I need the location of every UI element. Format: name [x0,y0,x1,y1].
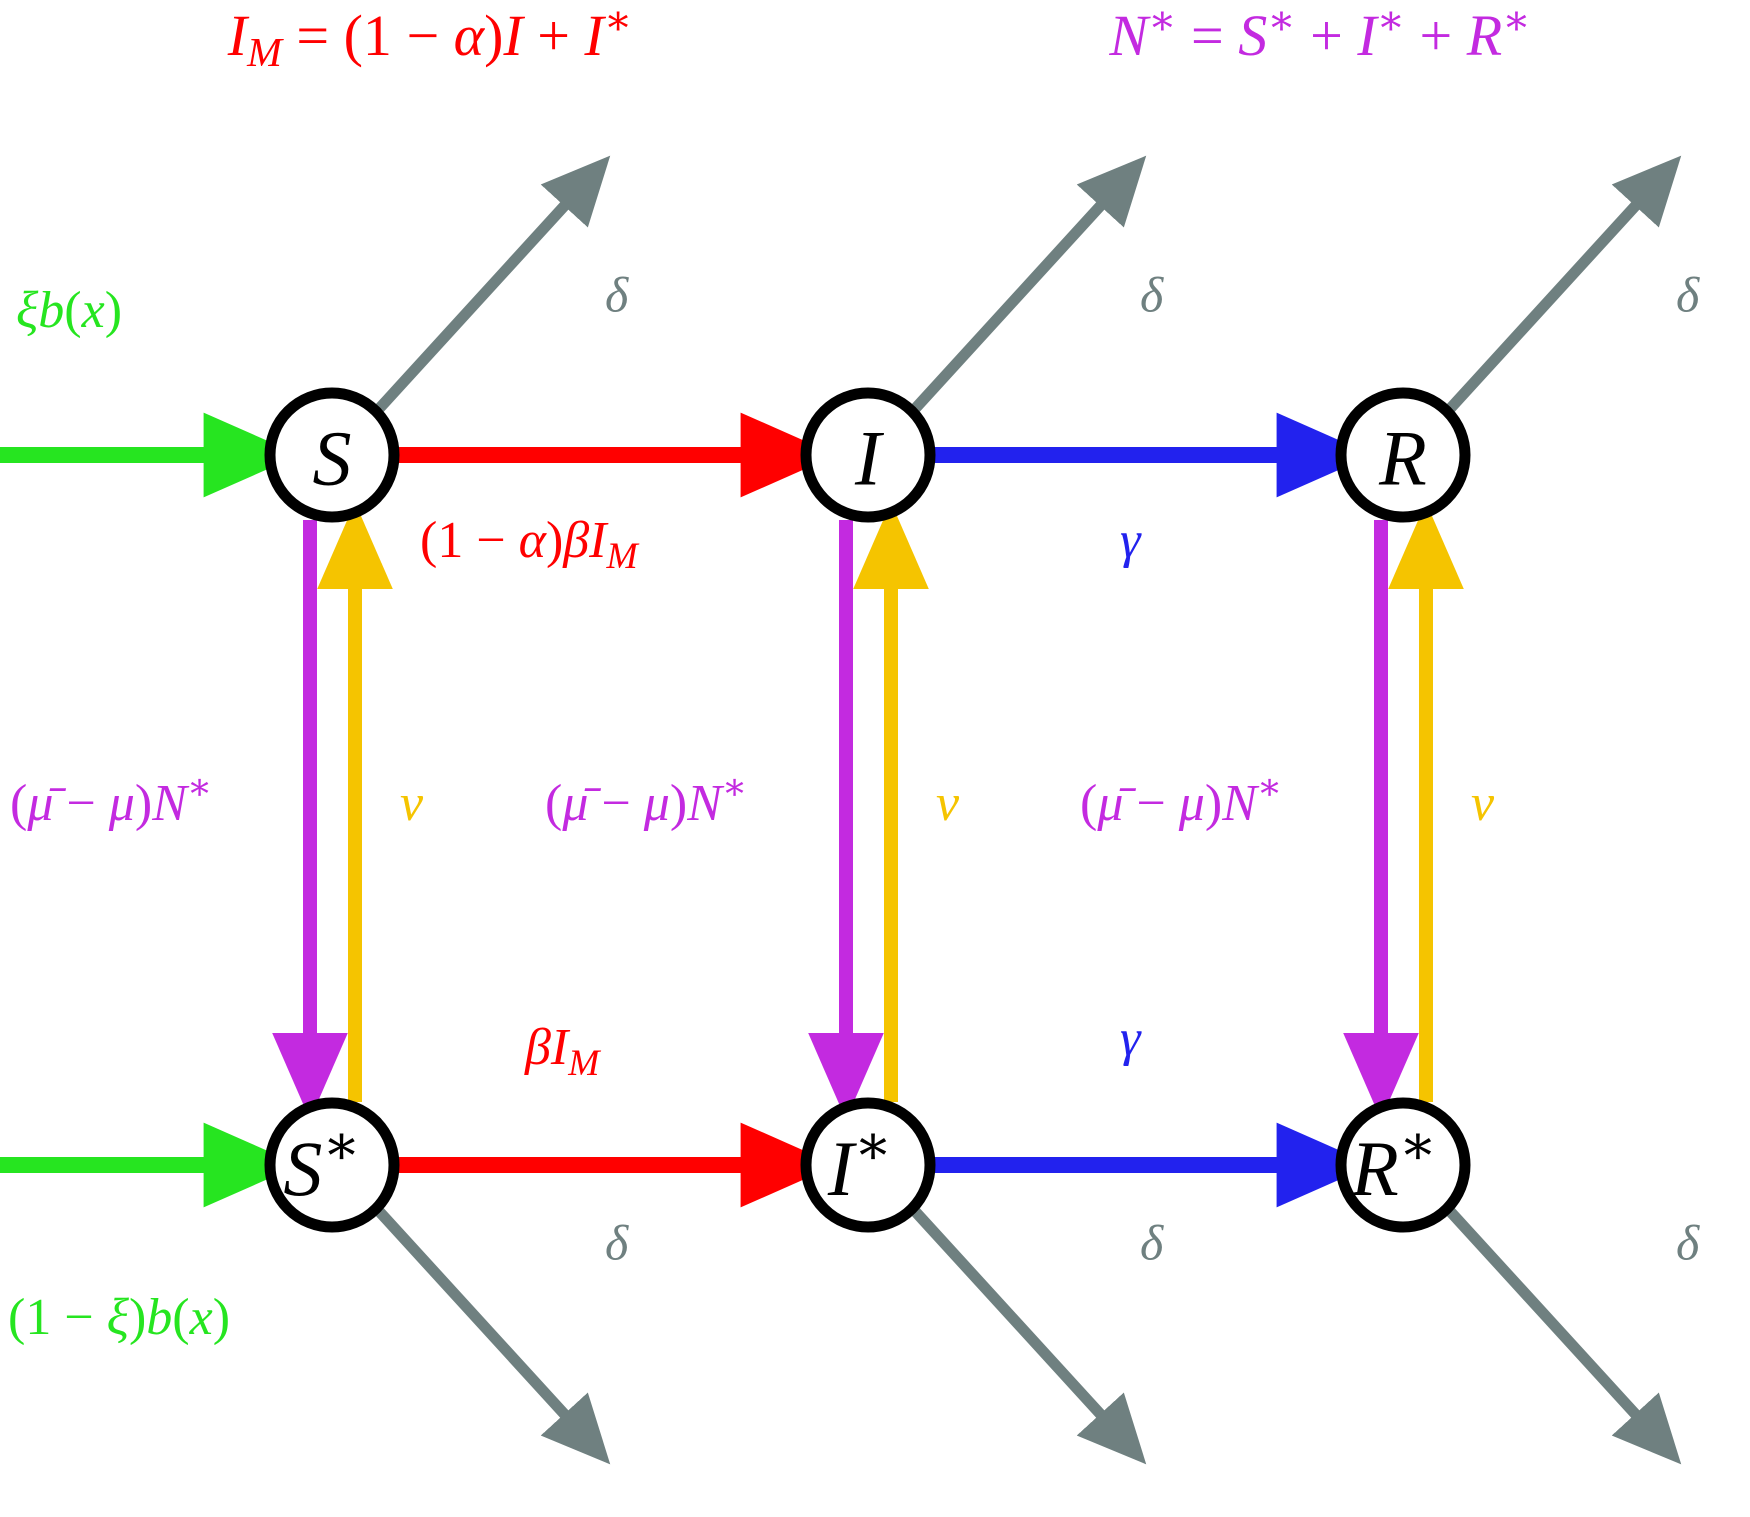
edge-I-death [908,155,1147,415]
node-label-R-star: R∗ [1350,1115,1437,1212]
label-top-gamma: γ [1120,512,1142,569]
svg-text:N∗ = S∗ + I∗ + R∗: N∗ = S∗ + I∗ + R∗ [1108,0,1530,68]
node-R-star[interactable]: R∗ [1335,1097,1471,1233]
node-circle-S-star[interactable] [264,1097,400,1233]
gold-up-arrows-group [317,502,1464,1102]
edge-R-death [1443,155,1682,415]
label-top-beta: (1 − α)βIM [420,512,640,577]
edge-S-death [372,155,611,415]
label-nu-R: ν [1471,775,1495,832]
node-circle-R[interactable] [1335,387,1471,523]
node-label-S: S [313,415,352,502]
label-nu-I: ν [936,775,960,832]
birth-arrows-group [0,412,300,1208]
node-S[interactable]: S [264,387,400,523]
label-delta-Is: δ [1140,1214,1164,1270]
death-arrows-group [372,155,1682,1465]
node-circle-I[interactable] [800,387,936,523]
node-label-S-star: S∗ [283,1115,360,1212]
node-circle-S[interactable] [264,387,400,523]
node-circle-R-star[interactable] [1335,1097,1471,1233]
edge-Rs-death [1443,1205,1682,1465]
purple-down-arrows-group [272,520,1419,1120]
equation-nstar-definition: N∗ = S∗ + I∗ + R∗ [1108,0,1530,68]
node-I-star[interactable]: I∗ [800,1097,936,1233]
label-delta-R: δ [1676,266,1700,322]
edge-Ss-death [372,1205,611,1465]
label-delta-Ss: δ [605,1214,629,1270]
label-delta-S: δ [605,266,629,322]
label-1-xi-b: (1 − ξ)b(x) [8,1289,230,1346]
label-mu-I: (μ̄ − μ)N∗ [545,767,747,832]
recovery-arrows-group [932,412,1373,1208]
label-delta-Rs: δ [1676,1214,1700,1270]
label-xi-b: ξb(x) [16,282,122,339]
label-mu-S: (μ̄ − μ)N∗ [10,767,212,832]
node-circle-I-star[interactable] [800,1097,936,1233]
edge-Is-death [908,1205,1147,1465]
label-bottom-beta: βIM [524,1019,601,1084]
label-delta-I: δ [1140,266,1164,322]
node-S-star[interactable]: S∗ [264,1097,400,1233]
equation-im-definition: IM = (1 − α)I + I∗ [227,0,632,76]
svg-text:IM = (1 − α)I + I∗: IM = (1 − α)I + I∗ [227,0,632,76]
infection-arrows-group [396,412,837,1208]
node-I[interactable]: I [800,387,936,523]
node-R[interactable]: R [1335,387,1471,523]
label-bottom-gamma: γ [1120,1010,1142,1067]
node-label-R: R [1378,415,1427,502]
label-mu-R: (μ̄ − μ)N∗ [1080,767,1282,832]
node-label-I: I [854,415,885,502]
label-nu-S: ν [400,775,424,832]
node-label-I-star: I∗ [827,1115,892,1212]
